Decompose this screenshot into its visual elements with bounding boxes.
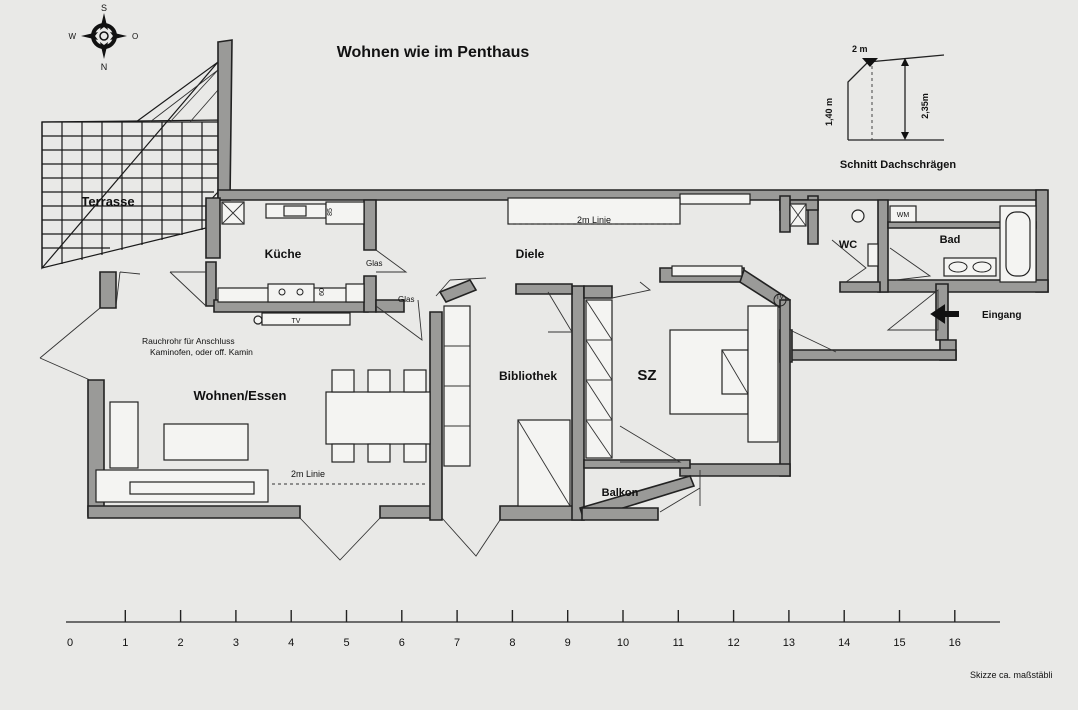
windows [507, 193, 751, 277]
dim-60-label: 60 [319, 288, 326, 296]
scale-tick-label: 12 [727, 637, 739, 649]
compass-rose-icon [81, 13, 127, 59]
room-label-bath: Bad [940, 234, 961, 246]
scale-tick-label: 8 [509, 637, 515, 649]
glass-kitchen-label: Glas [366, 259, 382, 268]
scale-tick-label: 16 [949, 637, 961, 649]
section-title: Schnitt Dachschrägen [840, 159, 956, 171]
section-low-height-label: 1,40 m [824, 98, 834, 126]
washer-label: WM [897, 212, 910, 219]
compass-north-label: N [101, 62, 108, 72]
library-shelves [443, 305, 571, 507]
room-label-hall: Diele [516, 247, 545, 261]
dim-85-label: 85 [327, 208, 334, 216]
scale-tick-label: 10 [617, 637, 629, 649]
compass-south-label: S [101, 3, 107, 13]
room-label-terrace: Terrasse [81, 194, 134, 209]
bathroom-fixtures [789, 203, 1037, 283]
chimney-note-line1: Rauchrohr für Anschluss [142, 336, 235, 346]
scale-tick-label: 2 [178, 637, 184, 649]
scale-tick-label: 0 [67, 637, 73, 649]
line-2m-top-label: 2m Linie [577, 215, 611, 225]
room-label-library: Bibliothek [499, 369, 557, 383]
glass-hall-label: Glas [398, 295, 414, 304]
scale-tick-label: 13 [783, 637, 795, 649]
scale-tick-label: 7 [454, 637, 460, 649]
tv-bedroom-label: TV [776, 295, 784, 301]
scale-note: Skizze ca. maßstäbli [970, 670, 1053, 680]
chimney-note-line2: Kaminofen, oder off. Kamin [150, 347, 253, 357]
door-swings [39, 239, 939, 561]
scale-tick-label: 9 [565, 637, 571, 649]
section-width-label: 2 m [852, 44, 868, 54]
room-label-kitchen: Küche [265, 247, 302, 261]
scale-tick-label: 1 [122, 637, 128, 649]
scale-tick-label: 6 [399, 637, 405, 649]
room-label-living: Wohnen/Essen [194, 388, 287, 403]
entrance-arrow-icon [930, 304, 959, 324]
room-label-wc: WC [839, 239, 857, 251]
entrance-label: Eingang [982, 310, 1021, 321]
page-title: Wohnen wie im Penthaus [337, 44, 530, 61]
terrace-area [41, 60, 223, 270]
section-high-height-label: 2,35m [920, 93, 930, 119]
compass-east-label: O [132, 32, 138, 41]
scale-tick-label: 4 [288, 637, 294, 649]
scale-tick-label: 14 [838, 637, 850, 649]
line-2m-bottom-label: 2m Linie [291, 469, 325, 479]
scale-tick-label: 15 [893, 637, 905, 649]
scale-tick-label: 3 [233, 637, 239, 649]
living-furniture [95, 369, 431, 503]
tv-label: TV [292, 318, 301, 325]
scale-tick-label: 11 [673, 637, 684, 649]
room-label-bedroom: SZ [637, 367, 656, 384]
bedroom-furniture [585, 293, 787, 459]
roof-section-sketch [847, 54, 945, 141]
room-label-balcony: Balkon [602, 487, 639, 499]
kitchen-fittings [217, 201, 365, 326]
scale-tick-label: 5 [343, 637, 349, 649]
compass-west-label: W [68, 32, 76, 41]
